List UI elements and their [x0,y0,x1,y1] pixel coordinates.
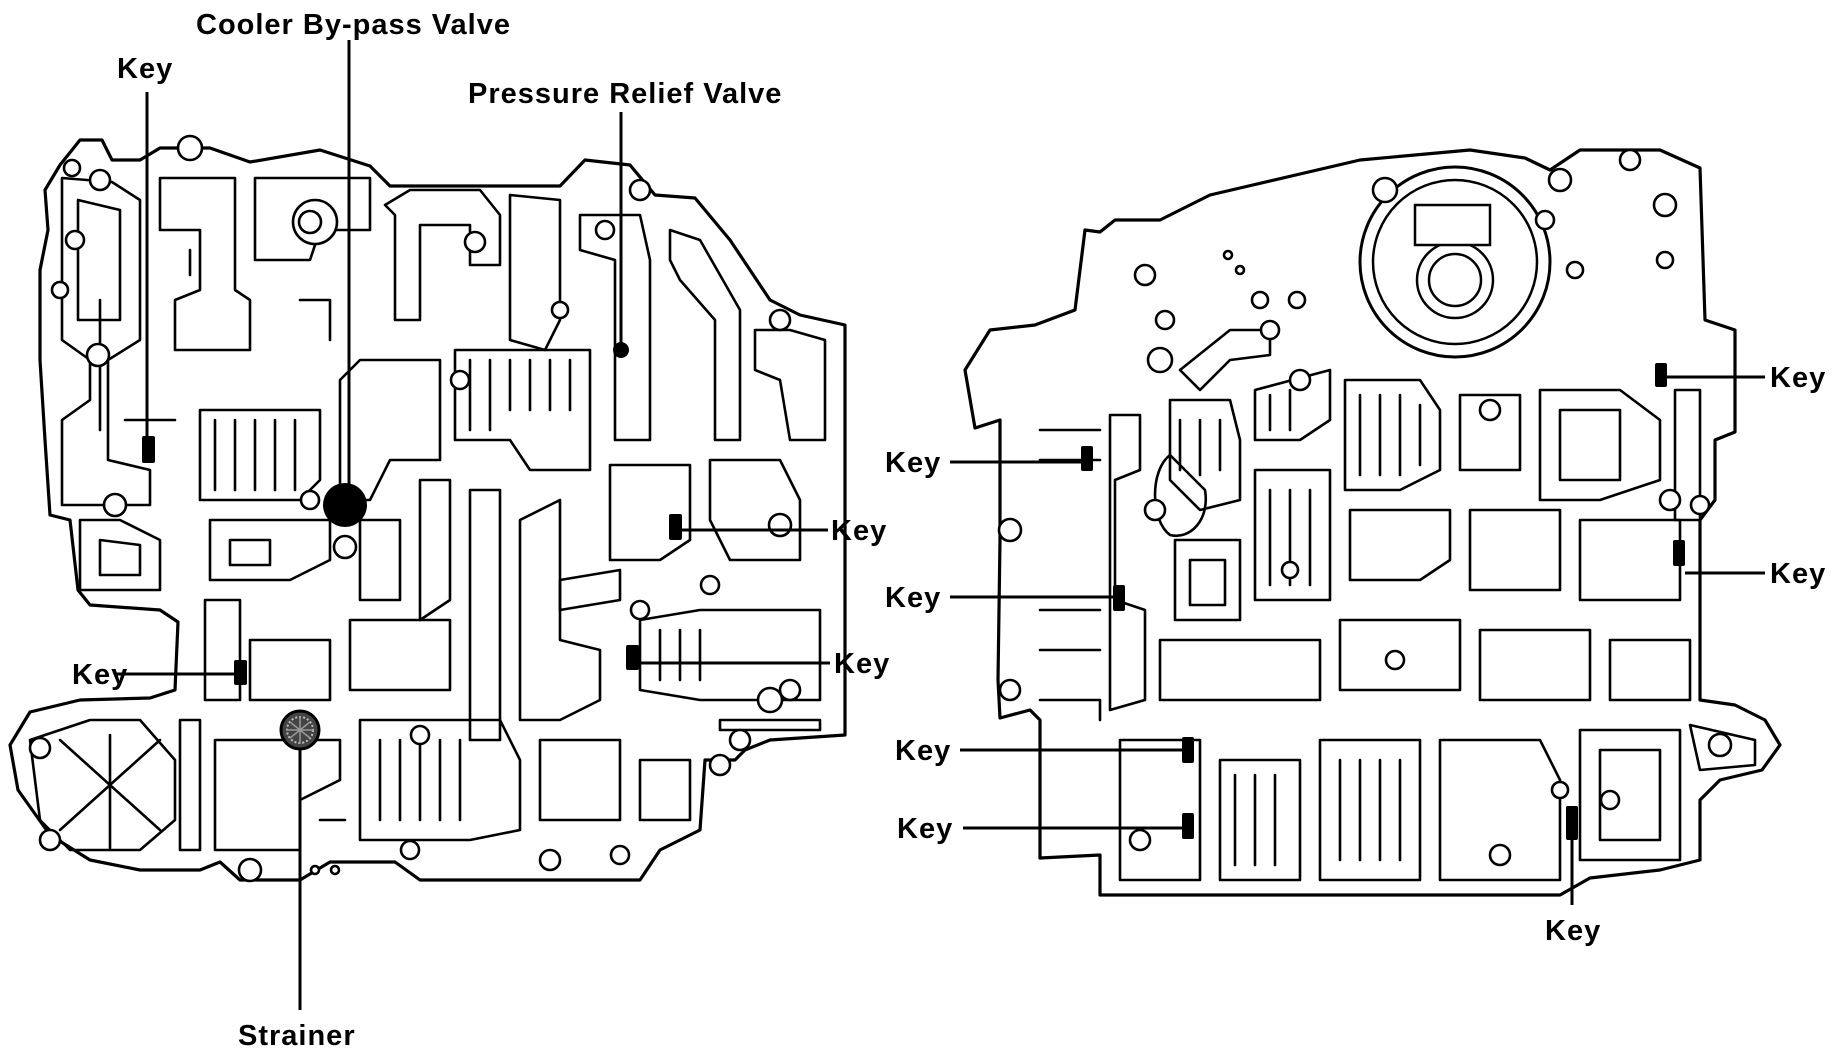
key-marker-left-3 [626,645,639,670]
key-marker-right-7 [1566,806,1578,840]
left-plate-channels [28,176,827,852]
right-plate-disc [1358,165,1552,359]
right-plate-bolt-holes [997,148,1733,867]
label-key-right-bottom: Key [1545,915,1601,947]
left-valve-body [8,134,847,883]
label-key-left-lower-left: Key [72,659,128,691]
label-key-right-middle: Key [1770,558,1826,590]
left-plate-outline [8,138,847,882]
key-marker-right-2 [1081,446,1093,471]
label-key-left-lower-right: Key [834,648,890,680]
label-cooler-bypass-valve: Cooler By-pass Valve [196,9,511,41]
left-plate-bolt-holes [28,134,802,883]
label-key-right-lower-left: Key [885,582,941,614]
callout-labels: Cooler By-pass Valve Pressure Relief Val… [72,9,1826,1049]
strainer-marker [279,709,321,751]
key-marker-right-5 [1182,737,1194,763]
right-plate-outline [963,148,1782,897]
cooler-bypass-valve-marker [323,483,367,527]
pressure-relief-valve-marker [613,342,629,358]
label-key-left-top: Key [117,53,173,85]
right-valve-body [963,148,1782,897]
label-key-right-upper-left: Key [885,447,941,479]
key-marker-right-4 [1113,585,1125,611]
label-key-right-bottom-left: Key [897,813,953,845]
key-marker-right-6 [1182,813,1194,839]
label-pressure-relief-valve: Pressure Relief Valve [468,78,782,110]
label-strainer: Strainer [238,1020,356,1049]
label-key-right-top: Key [1770,362,1826,394]
key-marker-left-4 [234,660,247,685]
key-marker-left-1 [142,436,155,463]
label-key-right-lower-left-2: Key [895,735,951,767]
key-marker-right-1 [1655,363,1667,387]
leader-lines [115,40,1765,1010]
key-marker-right-3 [1673,540,1685,566]
label-key-left-mid-right: Key [831,515,887,547]
key-marker-left-2 [669,514,682,540]
